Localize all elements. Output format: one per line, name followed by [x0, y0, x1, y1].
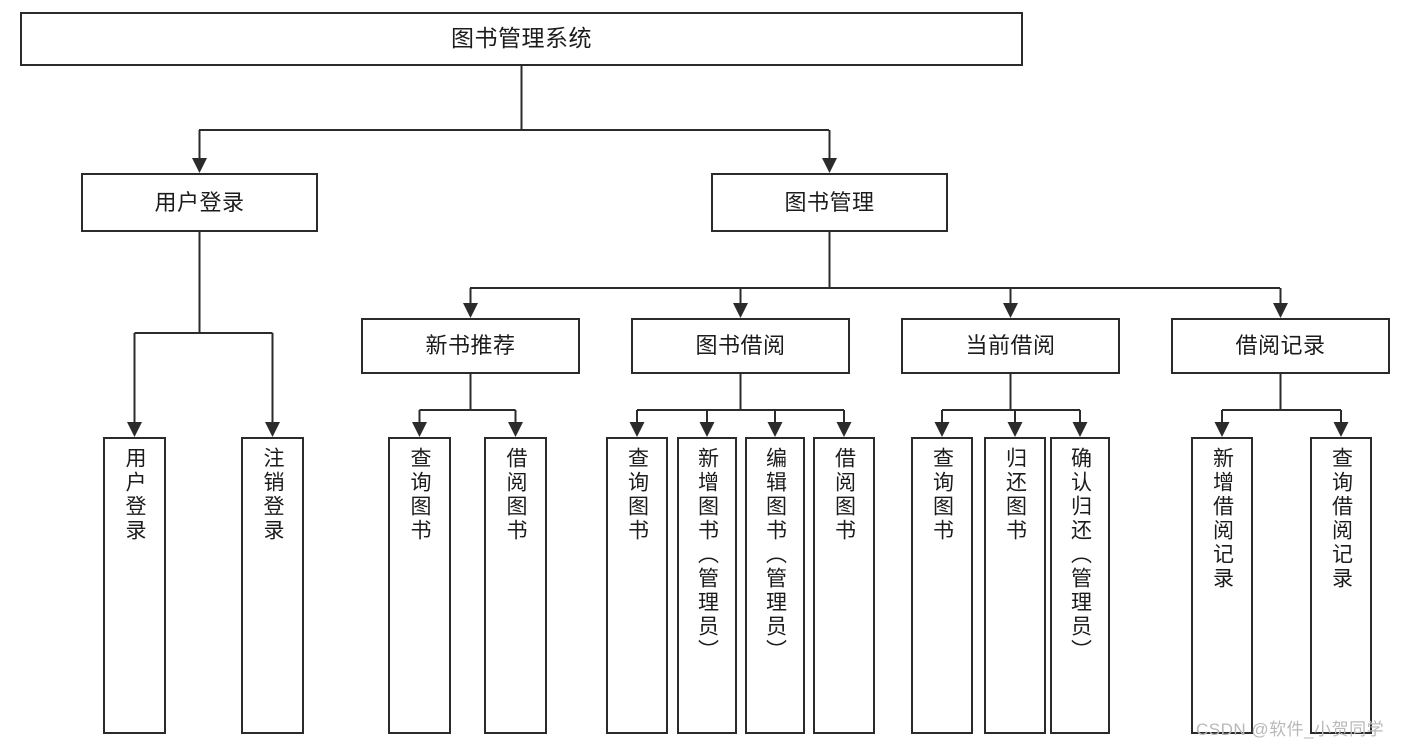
node-leaf-edit-book: 编辑图书（管理员） [745, 437, 805, 734]
node-leaf-add-record: 新增借阅记录 [1191, 437, 1253, 734]
node-leaf-add-book: 新增图书（管理员） [677, 437, 737, 734]
node-leaf-confirm-return: 确认归还（管理员） [1050, 437, 1110, 734]
node-new-book-rec: 新书推荐 [361, 318, 580, 374]
node-label: 新增图书（管理员） [695, 447, 719, 663]
node-label: 图书管理系统 [451, 25, 592, 52]
node-label: 新书推荐 [425, 333, 516, 359]
node-label: 用户登录 [154, 189, 245, 215]
node-user-login: 用户登录 [81, 173, 318, 232]
node-label: 图书借阅 [695, 333, 786, 359]
node-leaf-return-book: 归还图书 [984, 437, 1046, 734]
node-leaf-query-record: 查询借阅记录 [1310, 437, 1372, 734]
node-label: 当前借阅 [965, 333, 1056, 359]
node-leaf-user-login: 用户登录 [103, 437, 166, 734]
node-leaf-query-book-cur: 查询图书 [911, 437, 973, 734]
node-leaf-borrow-book: 借阅图书 [813, 437, 875, 734]
node-root-root: 图书管理系统 [20, 12, 1023, 66]
node-leaf-borrow-book-rec: 借阅图书 [484, 437, 547, 734]
node-label: 注销登录 [261, 447, 284, 543]
node-label: 确认归还（管理员） [1068, 447, 1092, 663]
node-label: 借阅图书 [504, 447, 527, 543]
node-label: 查询图书 [625, 447, 649, 543]
node-leaf-query-book: 查询图书 [606, 437, 668, 734]
node-book-manage: 图书管理 [711, 173, 948, 232]
node-label: 查询借阅记录 [1329, 447, 1353, 591]
node-label: 编辑图书（管理员） [763, 447, 787, 663]
node-label: 查询图书 [930, 447, 954, 543]
node-label: 借阅图书 [832, 447, 856, 543]
node-leaf-query-book-rec: 查询图书 [388, 437, 451, 734]
watermark: CSDN @软件_小贺同学 [1196, 720, 1385, 739]
node-label: 用户登录 [123, 447, 146, 543]
node-book-borrow: 图书借阅 [631, 318, 850, 374]
node-borrow-record: 借阅记录 [1171, 318, 1390, 374]
node-label: 新增借阅记录 [1210, 447, 1234, 591]
node-label: 归还图书 [1003, 447, 1027, 543]
node-label: 借阅记录 [1235, 333, 1326, 359]
node-label: 查询图书 [408, 447, 431, 543]
node-label: 图书管理 [784, 189, 875, 215]
node-leaf-logout: 注销登录 [241, 437, 304, 734]
node-current-borrow: 当前借阅 [901, 318, 1120, 374]
